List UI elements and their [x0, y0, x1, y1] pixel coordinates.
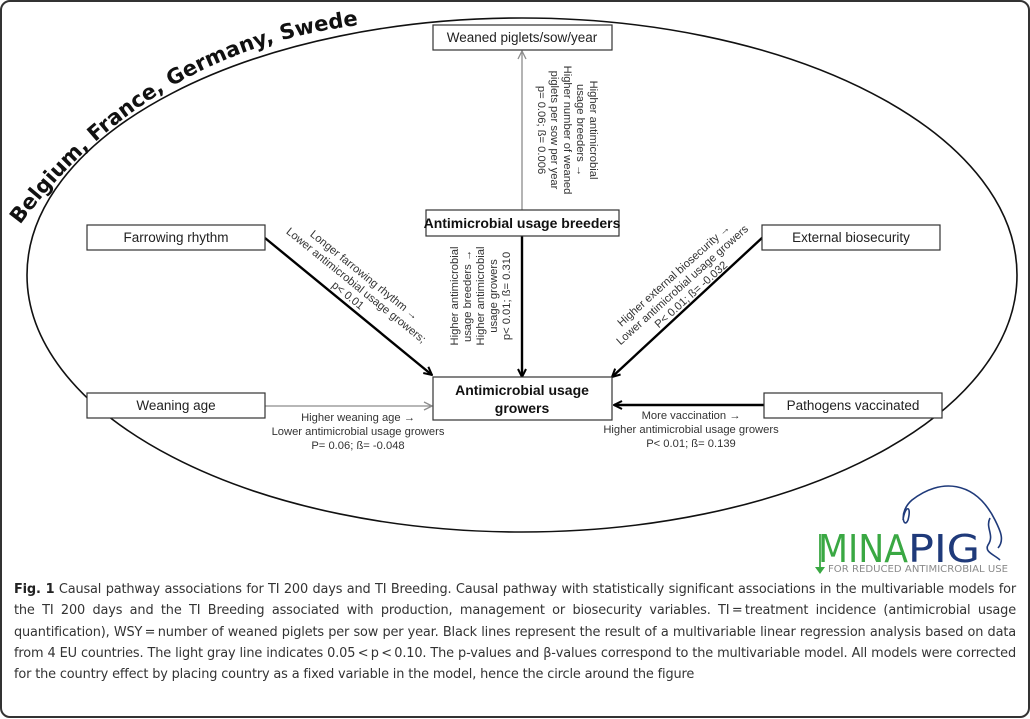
- svg-text:Lower antimicrobial usage grow: Lower antimicrobial usage growers: [272, 426, 445, 438]
- edge-farrowing-to-growers: [264, 237, 432, 375]
- node-weaning-age: Weaning age: [86, 392, 266, 419]
- svg-text:Weaned piglets/sow/year: Weaned piglets/sow/year: [447, 30, 598, 45]
- svg-text:Pathogens vaccinated: Pathogens vaccinated: [787, 398, 920, 413]
- figure-caption: Fig. 1 Causal pathway associations for T…: [14, 579, 1016, 685]
- node-weaned-piglets: Weaned piglets/sow/year: [432, 24, 613, 51]
- svg-text:Weaning age: Weaning age: [136, 398, 215, 413]
- minapig-logo: MINA PIG FOR REDUCED ANTIMICROBIAL USE: [815, 485, 1008, 575]
- caption-text: Causal pathway associations for TI 200 d…: [14, 582, 1017, 683]
- label-breeders-to-growers: Higher antimicrobial usage breeders → Hi…: [449, 247, 513, 346]
- logo-tagline: FOR REDUCED ANTIMICROBIAL USE: [828, 564, 1008, 575]
- svg-text:usage breeders →: usage breeders →: [462, 250, 474, 342]
- svg-text:Lower antimicrobial usage grow: Lower antimicrobial usage growers;: [284, 226, 428, 346]
- svg-text:Longer farrowing rhythm →: Longer farrowing rhythm →: [307, 228, 420, 323]
- svg-text:piglets per sow per year: piglets per sow per year: [548, 71, 560, 190]
- svg-text:More vaccination →: More vaccination →: [642, 410, 741, 422]
- svg-text:usage growers: usage growers: [488, 259, 500, 333]
- label-weaning-to-growers: Higher weaning age → Lower antimicrobial…: [272, 412, 445, 452]
- label-biosecurity-to-growers: Higher external biosecurity → Lower anti…: [614, 222, 751, 348]
- svg-text:Higher antimicrobial: Higher antimicrobial: [475, 247, 487, 346]
- countries-label: Belgium, France, Germany, Sweden: [0, 0, 359, 228]
- svg-text:Antimicrobial usage: Antimicrobial usage: [455, 382, 589, 398]
- svg-text:Higher antimicrobial: Higher antimicrobial: [587, 81, 599, 180]
- svg-text:Higher antimicrobial: Higher antimicrobial: [449, 247, 461, 346]
- node-pathogens-vaccinated: Pathogens vaccinated: [763, 392, 943, 419]
- country-ellipse: [26, 17, 1018, 533]
- svg-text:usage breeders →: usage breeders →: [574, 84, 586, 176]
- svg-text:External biosecurity: External biosecurity: [792, 230, 910, 245]
- svg-text:Farrowing rhythm: Farrowing rhythm: [123, 230, 228, 245]
- svg-text:P< 0.01; ß= 0.139: P< 0.01; ß= 0.139: [646, 438, 736, 450]
- node-external-biosecurity: External biosecurity: [761, 224, 941, 251]
- pig-outline-icon: [902, 485, 1003, 561]
- svg-text:Higher weaning age →: Higher weaning age →: [301, 412, 415, 424]
- causal-diagram: Belgium, France, Germany, Sweden Weaned …: [0, 0, 1018, 575]
- svg-text:p< 0.01; ß= 0.310: p< 0.01; ß= 0.310: [501, 252, 513, 340]
- svg-text:Higher number of weaned: Higher number of weaned: [561, 66, 573, 195]
- edge-biosecurity-to-growers: [612, 236, 764, 377]
- node-amu-breeders: Antimicrobial usage breeders: [424, 209, 621, 237]
- svg-text:p= 0.06; ß= 0.006: p= 0.06; ß= 0.006: [535, 86, 547, 174]
- label-farrowing-to-growers: Longer farrowing rhythm → Lower antimicr…: [284, 226, 428, 346]
- label-vaccination-to-growers: More vaccination → Higher antimicrobial …: [603, 410, 779, 450]
- logo-mina: MINA: [818, 527, 908, 571]
- node-farrowing-rhythm: Farrowing rhythm: [86, 224, 266, 251]
- node-amu-growers: Antimicrobial usage growers: [432, 376, 613, 421]
- svg-text:Lower antimicrobial usage grow: Lower antimicrobial usage growers: [614, 223, 751, 348]
- label-breeders-to-wsy: Higher antimicrobial usage breeders → Hi…: [535, 66, 599, 195]
- svg-text:Higher antimicrobial usage gro: Higher antimicrobial usage growers: [603, 424, 779, 436]
- caption-fig-label: Fig. 1: [14, 582, 55, 597]
- svg-text:P= 0.06; ß= -0.048: P= 0.06; ß= -0.048: [311, 440, 404, 452]
- svg-text:Antimicrobial usage breeders: Antimicrobial usage breeders: [424, 215, 621, 231]
- svg-text:growers: growers: [495, 400, 550, 416]
- logo-pig: PIG: [908, 527, 980, 571]
